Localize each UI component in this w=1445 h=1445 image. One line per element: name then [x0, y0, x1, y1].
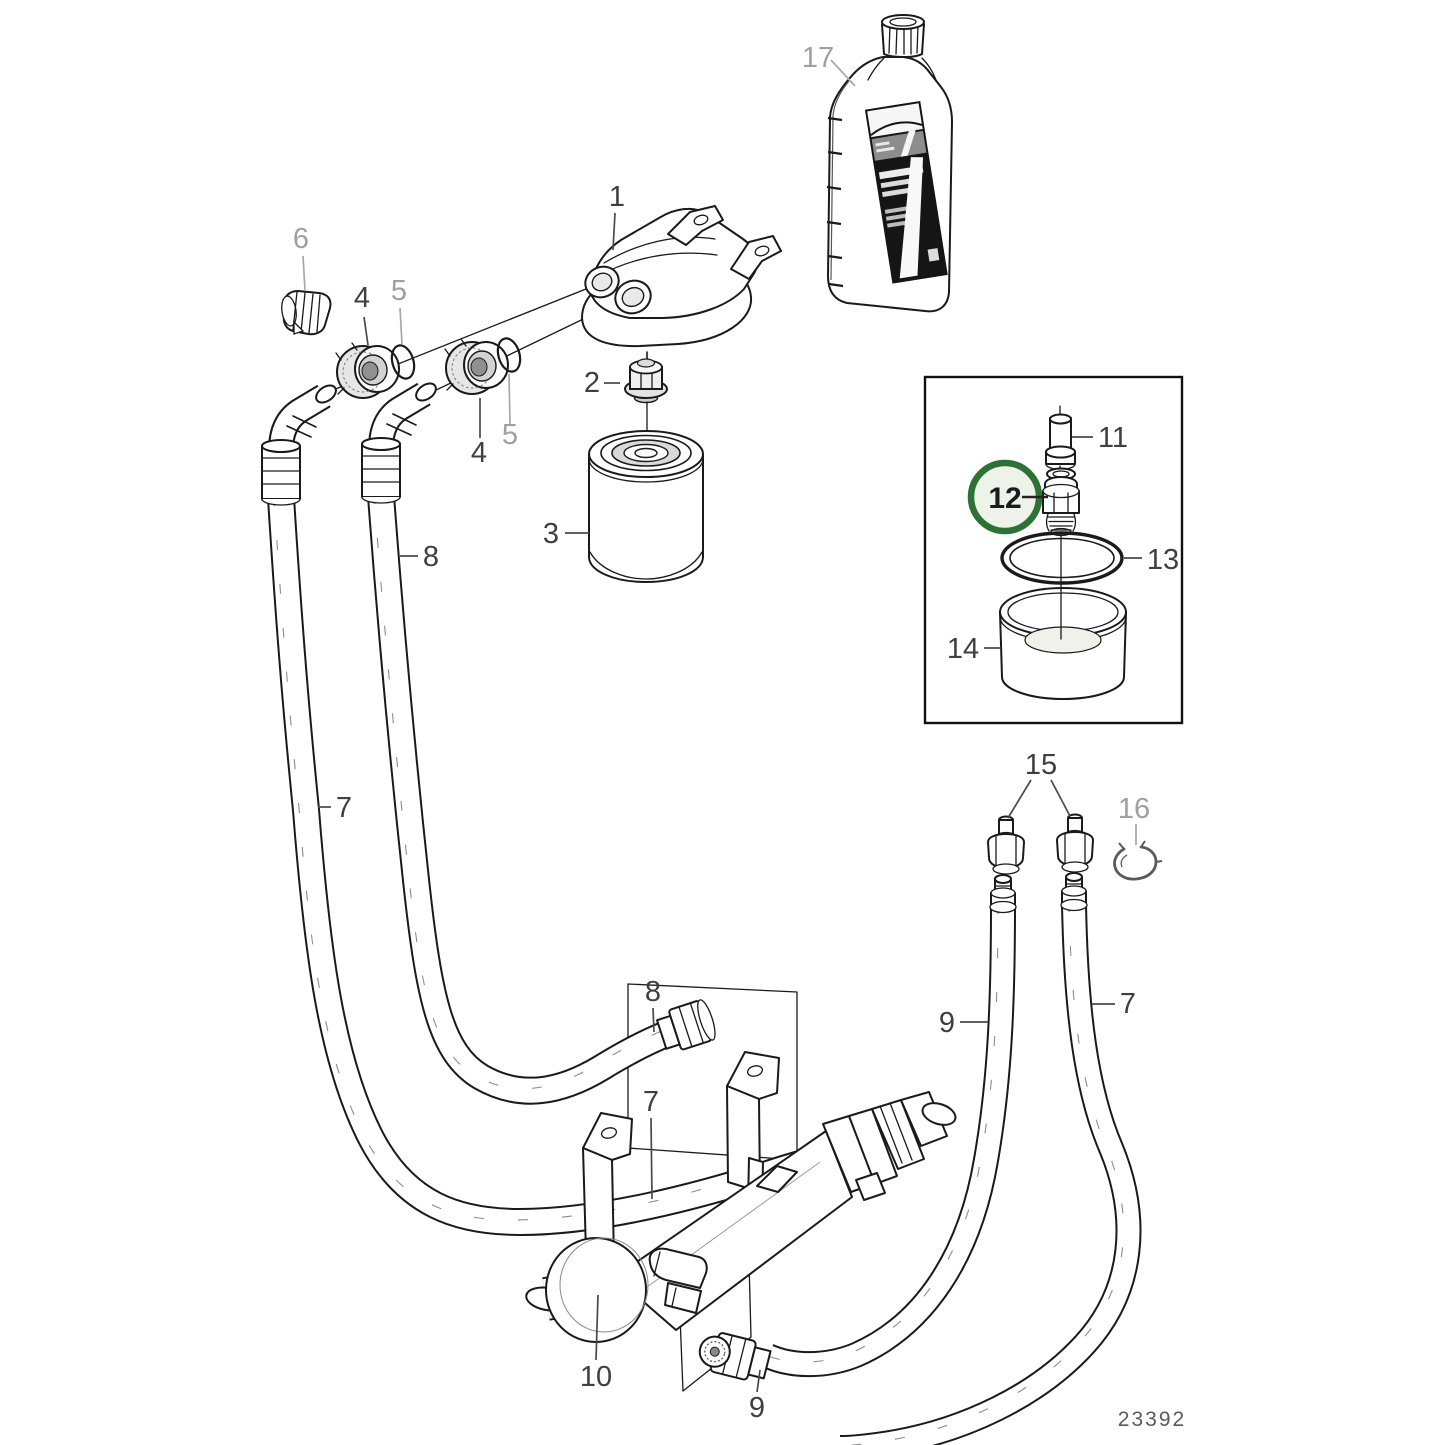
callout-12-highlighted[interactable]: 12: [988, 482, 1021, 515]
highlight-circle-12[interactable]: [967, 459, 1048, 535]
part-15-fitting-a: [987, 815, 1025, 885]
callout-5a[interactable]: 5: [391, 275, 407, 307]
callout-13[interactable]: 13: [1147, 544, 1179, 576]
callout-14[interactable]: 14: [947, 633, 979, 665]
part-2-plug: [624, 358, 668, 447]
callout-17[interactable]: 17: [802, 42, 834, 74]
callout-7c[interactable]: 7: [1120, 988, 1136, 1020]
callout-9b[interactable]: 9: [749, 1392, 765, 1424]
callout-6[interactable]: 6: [293, 223, 309, 255]
callout-7b[interactable]: 7: [643, 1086, 659, 1118]
callout-11[interactable]: 11: [1098, 422, 1128, 454]
callout-8b[interactable]: 8: [645, 976, 661, 1008]
callout-16[interactable]: 16: [1118, 793, 1150, 825]
callout-5b[interactable]: 5: [502, 419, 518, 451]
leader-lines: [302, 59, 1142, 1393]
callout-4b[interactable]: 4: [471, 437, 487, 469]
part-5-oring-b: [496, 337, 522, 373]
callout-labels: 1 2 3 4 4 5 5 6 7 7 7 8 8 9 9 10 11 12 1…: [293, 42, 1186, 1431]
callout-2[interactable]: 2: [584, 367, 600, 399]
part-16-eclip: [1113, 840, 1163, 881]
part-8-hose: [367, 493, 675, 1105]
inset-box: [923, 375, 1184, 725]
callout-7a[interactable]: 7: [336, 792, 352, 824]
bottle-label: [864, 100, 948, 284]
hose-elbow-left: [261, 384, 337, 506]
mounting-bracket: [582, 1051, 780, 1293]
part-11-valve: [1045, 405, 1076, 471]
part-5-oring-a: [390, 344, 416, 380]
callout-9a[interactable]: 9: [939, 1007, 955, 1039]
part-6-clip: [281, 290, 332, 336]
hose-9-end-fitting: [698, 1332, 772, 1381]
part-12-connector: [1042, 467, 1080, 537]
part-4-fitting-a: [335, 342, 400, 399]
drawing-number: 23392: [1118, 1408, 1186, 1431]
part-14-bowl: [999, 587, 1127, 700]
part-7-hose-right: [839, 901, 1142, 1445]
callout-15[interactable]: 15: [1025, 749, 1057, 781]
part-3-oil-filter: [588, 430, 704, 583]
part-17-oil-bottle: [826, 14, 953, 313]
hose-7-connector: [1060, 872, 1088, 912]
part-9-hose: [762, 903, 1016, 1378]
part-15-fitting-b: [1056, 813, 1094, 883]
hose-8-end-fitting: [656, 999, 716, 1051]
hose-elbow-right: [361, 382, 437, 504]
part-1-filter-head: [581, 205, 782, 360]
hose-9-connector: [989, 874, 1017, 914]
part-10-cooler: [525, 1091, 957, 1343]
callout-4a[interactable]: 4: [354, 282, 370, 314]
callout-8a[interactable]: 8: [423, 541, 439, 573]
callout-3[interactable]: 3: [543, 518, 559, 550]
callout-1[interactable]: 1: [609, 181, 625, 213]
callout-10[interactable]: 10: [580, 1361, 612, 1393]
part-13-oring: [1000, 531, 1124, 585]
